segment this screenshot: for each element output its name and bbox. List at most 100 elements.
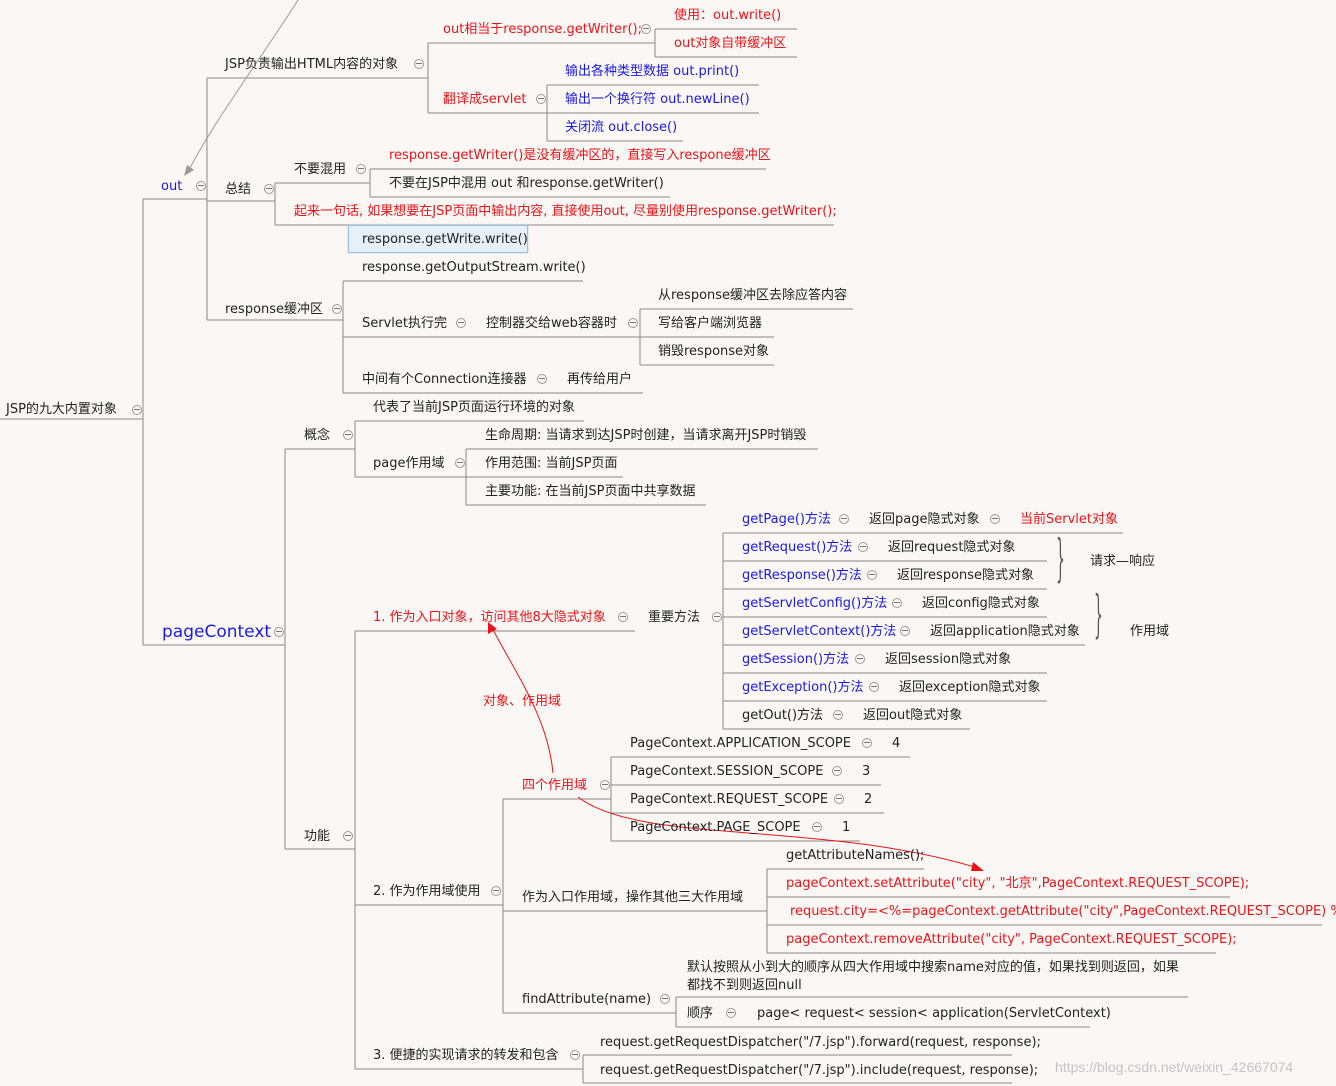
node-function[interactable]: 功能 <box>304 829 331 844</box>
collapse-icon[interactable] <box>414 59 424 69</box>
collapse-icon[interactable] <box>343 831 353 841</box>
node-lifecycle[interactable]: 生命周期: 当请求到达JSP时创建，当请求离开JSP时销毁 <box>485 428 807 443</box>
collapse-icon[interactable] <box>456 318 466 328</box>
node-no-mix-note[interactable]: 不要在JSP中混用 out 和response.getWriter() <box>389 176 664 191</box>
node-entry-scope[interactable]: 作为入口作用域，操作其他三大作用域 <box>522 890 744 905</box>
collapse-icon[interactable] <box>132 405 142 415</box>
collapse-icon[interactable] <box>867 570 877 580</box>
node-request-scope[interactable]: PageContext.REQUEST_SCOPE <box>630 792 829 807</box>
node-translate[interactable]: 翻译成servlet <box>443 92 527 107</box>
collapse-icon[interactable] <box>570 1050 580 1060</box>
collapse-icon[interactable] <box>628 318 638 328</box>
collapse-icon[interactable] <box>812 822 822 832</box>
node-out[interactable]: out <box>161 179 183 194</box>
node-method-getsession[interactable]: getSession()方法 <box>742 652 850 667</box>
node-method-getservletcontext[interactable]: getServletContext()方法 <box>742 624 897 639</box>
node-find-attribute[interactable]: findAttribute(name) <box>522 992 652 1007</box>
collapse-icon[interactable] <box>990 514 1000 524</box>
collapse-icon[interactable] <box>264 184 274 194</box>
node-order-value[interactable]: page< request< session< application(Serv… <box>757 1006 1111 1021</box>
node-session-scope-value[interactable]: 3 <box>862 764 871 779</box>
node-return-out[interactable]: 返回out隐式对象 <box>863 708 963 723</box>
node-entry[interactable]: 1. 作为入口对象，访问其他8大隐式对象 <box>373 610 606 625</box>
node-writer-note[interactable]: response.getWriter()是没有缓冲区的，直接写入respone缓… <box>389 148 771 163</box>
collapse-icon[interactable] <box>900 626 910 636</box>
collapse-icon[interactable] <box>332 304 342 314</box>
node-return-exception[interactable]: 返回exception隐式对象 <box>899 680 1041 695</box>
node-return-page[interactable]: 返回page隐式对象 <box>869 512 980 527</box>
node-remove-attribute[interactable]: pageContext.removeAttribute("city", Page… <box>786 932 1237 947</box>
node-method-getout[interactable]: getOut()方法 <box>742 708 824 723</box>
node-no-mix[interactable]: 不要混用 <box>294 162 347 177</box>
root-node[interactable]: JSP的九大内置对象 <box>6 402 117 417</box>
node-forward-include[interactable]: 3. 便捷的实现请求的转发和包含 <box>373 1048 559 1063</box>
collapse-icon[interactable] <box>600 780 610 790</box>
collapse-icon[interactable] <box>726 1008 736 1018</box>
node-destroy[interactable]: 销毁response对象 <box>658 344 770 359</box>
collapse-icon[interactable] <box>274 627 284 637</box>
collapse-icon[interactable] <box>660 994 670 1004</box>
collapse-icon[interactable] <box>839 514 849 524</box>
node-method-getpage[interactable]: getPage()方法 <box>742 512 831 527</box>
node-find-desc-2[interactable]: 都找不到则返回null <box>687 978 802 993</box>
node-order[interactable]: 顺序 <box>687 1006 714 1021</box>
node-find-desc-1[interactable]: 默认按照从小到大的顺序从四大作用域中搜索name对应的值，如果找到则返回，如果 <box>687 960 1179 975</box>
node-close[interactable]: 关闭流 out.close() <box>565 120 678 135</box>
collapse-icon[interactable] <box>536 94 546 104</box>
node-get-output[interactable]: response.getOutputStream.write() <box>362 260 586 275</box>
node-concept[interactable]: 概念 <box>304 428 331 443</box>
label-scope[interactable]: 作用域 <box>1130 624 1170 639</box>
node-range[interactable]: 作用范围: 当前JSP页面 <box>485 456 618 471</box>
node-method-getresponse[interactable]: getResponse()方法 <box>742 568 862 583</box>
node-controller[interactable]: 控制器交给web容器时 <box>486 316 617 331</box>
node-return-config[interactable]: 返回config隐式对象 <box>922 596 1040 611</box>
node-servlet-done[interactable]: Servlet执行完 <box>362 316 447 331</box>
node-session-scope[interactable]: PageContext.SESSION_SCOPE <box>630 764 824 779</box>
label-request-response[interactable]: 请求—响应 <box>1090 554 1156 569</box>
collapse-icon[interactable] <box>196 181 206 191</box>
node-response-buffer[interactable]: response缓冲区 <box>225 302 324 317</box>
node-return-session[interactable]: 返回session隐式对象 <box>885 652 1012 667</box>
node-get-write[interactable]: response.getWrite.write() <box>362 232 528 247</box>
collapse-icon[interactable] <box>833 710 843 720</box>
node-remove[interactable]: 从response缓冲区去除应答内容 <box>658 288 848 303</box>
node-application-scope[interactable]: PageContext.APPLICATION_SCOPE <box>630 736 851 751</box>
node-print[interactable]: 输出各种类型数据 out.print() <box>565 64 740 79</box>
node-page-scope[interactable]: page作用域 <box>373 456 445 471</box>
collapse-icon[interactable] <box>858 542 868 552</box>
collapse-icon[interactable] <box>892 598 902 608</box>
collapse-icon[interactable] <box>862 738 872 748</box>
node-application-scope-value[interactable]: 4 <box>892 736 901 751</box>
collapse-icon[interactable] <box>641 24 651 34</box>
node-method-getrequest[interactable]: getRequest()方法 <box>742 540 853 555</box>
node-forward[interactable]: request.getRequestDispatcher("/7.jsp").f… <box>600 1035 1041 1050</box>
collapse-icon[interactable] <box>491 886 501 896</box>
node-summary[interactable]: 总结 <box>225 182 252 197</box>
node-to-user[interactable]: 再传给用户 <box>567 372 633 387</box>
node-page-scope-value[interactable]: 1 <box>842 820 851 835</box>
node-current-servlet[interactable]: 当前Servlet对象 <box>1020 512 1118 527</box>
node-return-request[interactable]: 返回request隐式对象 <box>888 540 1016 555</box>
node-main-func[interactable]: 主要功能: 在当前JSP页面中共享数据 <box>485 484 696 499</box>
node-return-application[interactable]: 返回application隐式对象 <box>930 624 1080 639</box>
node-get-attribute[interactable]: request.city=<%=pageContext.getAttribute… <box>790 904 1336 919</box>
node-newline[interactable]: 输出一个换行符 out.newLine() <box>565 92 750 107</box>
node-get-attribute-names[interactable]: getAttributeNames(); <box>786 848 925 863</box>
collapse-icon[interactable] <box>356 164 366 174</box>
node-jsp-output[interactable]: JSP负责输出HTML内容的对象 <box>225 57 399 72</box>
node-page-scope-const[interactable]: PageContext.PAGE_SCOPE <box>630 820 801 835</box>
node-four-scopes[interactable]: 四个作用域 <box>522 778 588 793</box>
node-request-scope-value[interactable]: 2 <box>864 792 873 807</box>
node-represents[interactable]: 代表了当前JSP页面运行环境的对象 <box>373 400 575 415</box>
node-method-getservletconfig[interactable]: getServletConfig()方法 <box>742 596 888 611</box>
node-out-equals[interactable]: out相当于response.getWriter(); <box>443 22 643 37</box>
node-pagecontext[interactable]: pageContext <box>162 622 272 642</box>
collapse-icon[interactable] <box>712 612 722 622</box>
node-out-use[interactable]: 使用：out.write() <box>674 8 782 23</box>
node-conclusion[interactable]: 起来一句话, 如果想要在JSP页面中输出内容, 直接使用out, 尽量别使用re… <box>294 204 837 219</box>
collapse-icon[interactable] <box>537 374 547 384</box>
collapse-icon[interactable] <box>834 794 844 804</box>
collapse-icon[interactable] <box>869 682 879 692</box>
node-include[interactable]: request.getRequestDispatcher("/7.jsp").i… <box>600 1063 1039 1078</box>
node-as-scope[interactable]: 2. 作为作用域使用 <box>373 884 481 899</box>
